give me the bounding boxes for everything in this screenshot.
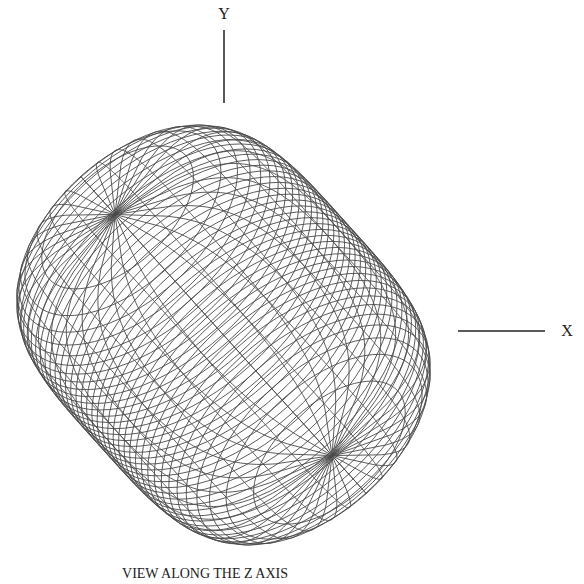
wire-line [115, 178, 430, 456]
wire-line [115, 214, 410, 455]
wire-line [51, 214, 332, 543]
axis-label: Y [218, 6, 230, 22]
wire-line [115, 206, 420, 456]
axis-label: X [561, 323, 573, 339]
wire-line [66, 214, 332, 545]
wire-line [115, 127, 396, 456]
wire-line [111, 214, 332, 530]
wire-line [50, 204, 332, 455]
wire-line [17, 214, 332, 492]
x-axis-line [458, 330, 545, 332]
wire-line [110, 150, 332, 456]
wire-line [115, 127, 365, 456]
wire-line [98, 214, 332, 538]
wire-line [96, 162, 332, 455]
caption: VIEW ALONG THE Z AXIS [122, 567, 288, 581]
wireframe-body [17, 125, 430, 545]
wire-line [37, 214, 332, 455]
wire-line [115, 139, 336, 455]
wire-line [115, 214, 337, 520]
wire-line [65, 191, 332, 456]
wire-line [27, 214, 332, 464]
wire-line [81, 176, 332, 455]
y-axis-line [223, 30, 225, 103]
wire-line [115, 125, 381, 456]
wire-line [115, 214, 397, 465]
wire-line [21, 214, 332, 519]
wire-line [115, 131, 349, 455]
wire-line [115, 214, 382, 479]
wire-line [20, 214, 332, 477]
wire-line [17, 214, 332, 506]
